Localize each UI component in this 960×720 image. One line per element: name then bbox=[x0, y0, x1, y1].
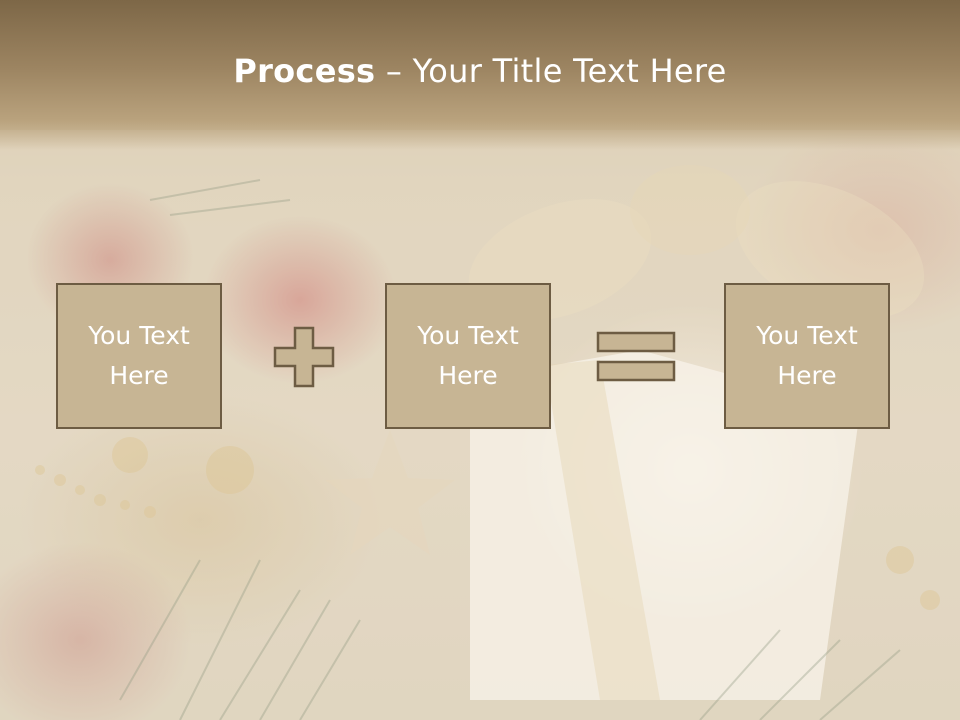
process-box-3[interactable]: You Text Here bbox=[724, 283, 890, 429]
title-rest-part: – Your Title Text Here bbox=[375, 52, 727, 90]
equals-icon bbox=[596, 331, 676, 382]
title-bold-part: Process bbox=[233, 52, 376, 90]
plus-icon bbox=[273, 326, 335, 388]
process-box-2[interactable]: You Text Here bbox=[385, 283, 551, 429]
process-box-1[interactable]: You Text Here bbox=[56, 283, 222, 429]
title-band bbox=[0, 0, 960, 150]
slide-title: Process – Your Title Text Here bbox=[0, 52, 960, 90]
